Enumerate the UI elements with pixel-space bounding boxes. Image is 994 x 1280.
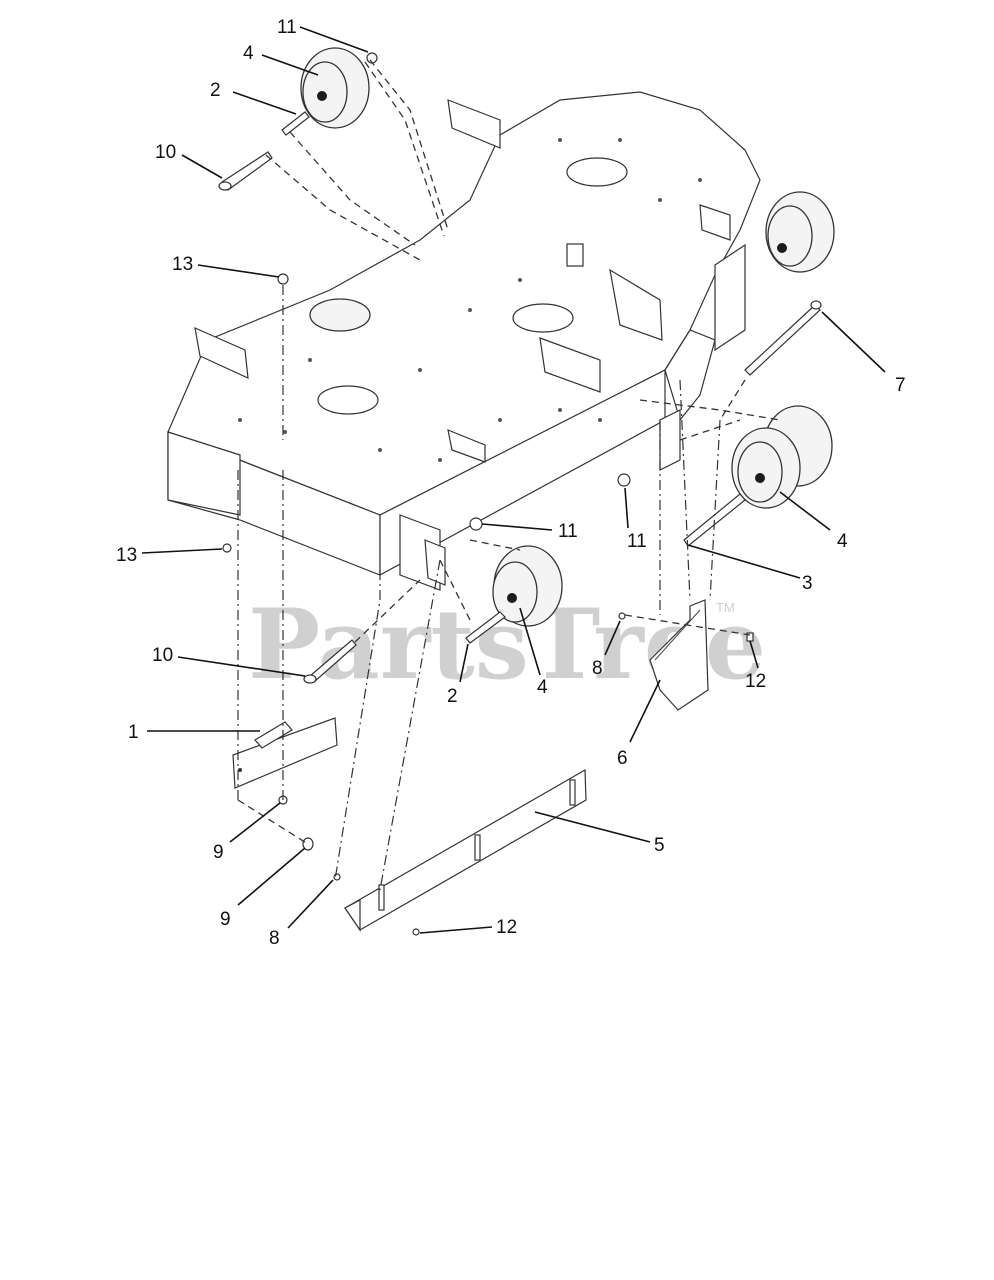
- callout-10-top: 10: [155, 142, 176, 163]
- callout-11-right: 11: [627, 531, 647, 552]
- callout-12-right: 12: [745, 671, 766, 692]
- callout-9-lower: 9: [220, 909, 231, 930]
- caster-wheel-right-upper: [765, 191, 835, 273]
- callout-1: 1: [128, 722, 139, 743]
- callout-11-top: 11: [277, 17, 297, 38]
- callout-7: 7: [895, 375, 906, 396]
- caster-wheel-right-lower: [731, 405, 833, 509]
- callout-9-upper: 9: [213, 842, 224, 863]
- leader-lines: [141, 26, 886, 934]
- callout-13-top: 13: [172, 254, 193, 275]
- assembly-lines: [237, 59, 781, 891]
- watermark-trademark: TM: [716, 600, 735, 615]
- hardware: [222, 52, 754, 936]
- callout-2-top: 2: [210, 80, 221, 101]
- callout-8-right: 8: [592, 658, 603, 679]
- baffle-left: [232, 717, 338, 789]
- callout-labels: 11 4 2 10 13 7 11 11 4 13 3 10 2 4 8 12 …: [116, 17, 906, 949]
- callout-11-mid: 11: [558, 521, 578, 542]
- callout-6: 6: [617, 748, 628, 769]
- callout-10-mid: 10: [152, 645, 173, 666]
- caster-wheel-top: [300, 47, 370, 129]
- callout-3: 3: [802, 573, 813, 594]
- caster-wheel-bottom: [492, 545, 563, 627]
- callout-4-right: 4: [837, 531, 848, 552]
- callout-2-mid: 2: [447, 686, 458, 707]
- baffle-right: [649, 599, 709, 711]
- front-baffle: [344, 768, 587, 932]
- caster-wheel-left-under: [309, 298, 371, 332]
- callout-12-bottom: 12: [496, 917, 517, 938]
- callout-4-mid: 4: [537, 677, 548, 698]
- mower-deck: [167, 91, 761, 591]
- callout-5: 5: [654, 835, 665, 856]
- callout-4-top: 4: [243, 43, 254, 64]
- callout-13-left: 13: [116, 545, 137, 566]
- pins: [218, 111, 822, 684]
- callout-8-left: 8: [269, 928, 280, 949]
